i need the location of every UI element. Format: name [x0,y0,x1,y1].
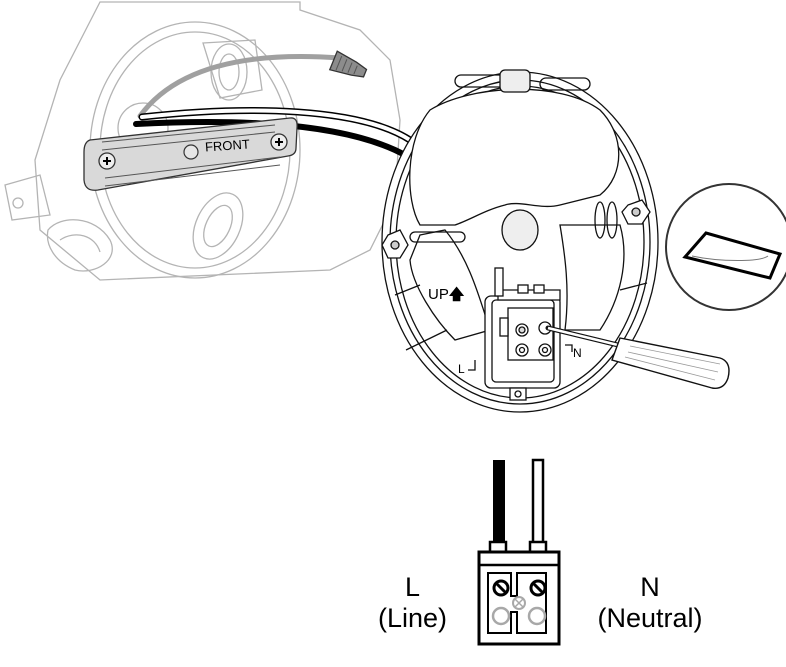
neutral-letter: N [640,572,660,602]
terminal-block-legend [477,458,561,646]
ground-wire [137,54,343,119]
line-letter: L [404,572,421,602]
terminal-n-label: N [573,346,582,360]
magnified-detail-circle [665,183,786,311]
up-label-text: UP [428,286,449,303]
mounting-bracket [83,117,298,191]
neutral-name: (Neutral) [597,603,703,633]
neutral-terminal-screw-icon [529,579,547,597]
neutral-legend: N (Neutral) [580,572,720,634]
terminal-block-installed [468,267,573,401]
wire-nut [328,50,368,78]
line-legend: L (Line) [360,572,465,634]
bracket-screw-right-icon [270,133,288,151]
up-arrow-icon: 🡅 [448,286,465,303]
terminal-l-label: L [458,362,465,376]
bracket-front-label: FRONT [204,136,251,155]
mounting-plate [381,69,659,413]
center-screw-icon [512,596,526,610]
screwdriver-icon [545,325,730,389]
up-label: UP🡅 [428,284,464,309]
line-name: (Line) [377,603,448,633]
bracket-screw-left-icon [98,152,116,170]
line-terminal-screw-icon [492,579,510,597]
